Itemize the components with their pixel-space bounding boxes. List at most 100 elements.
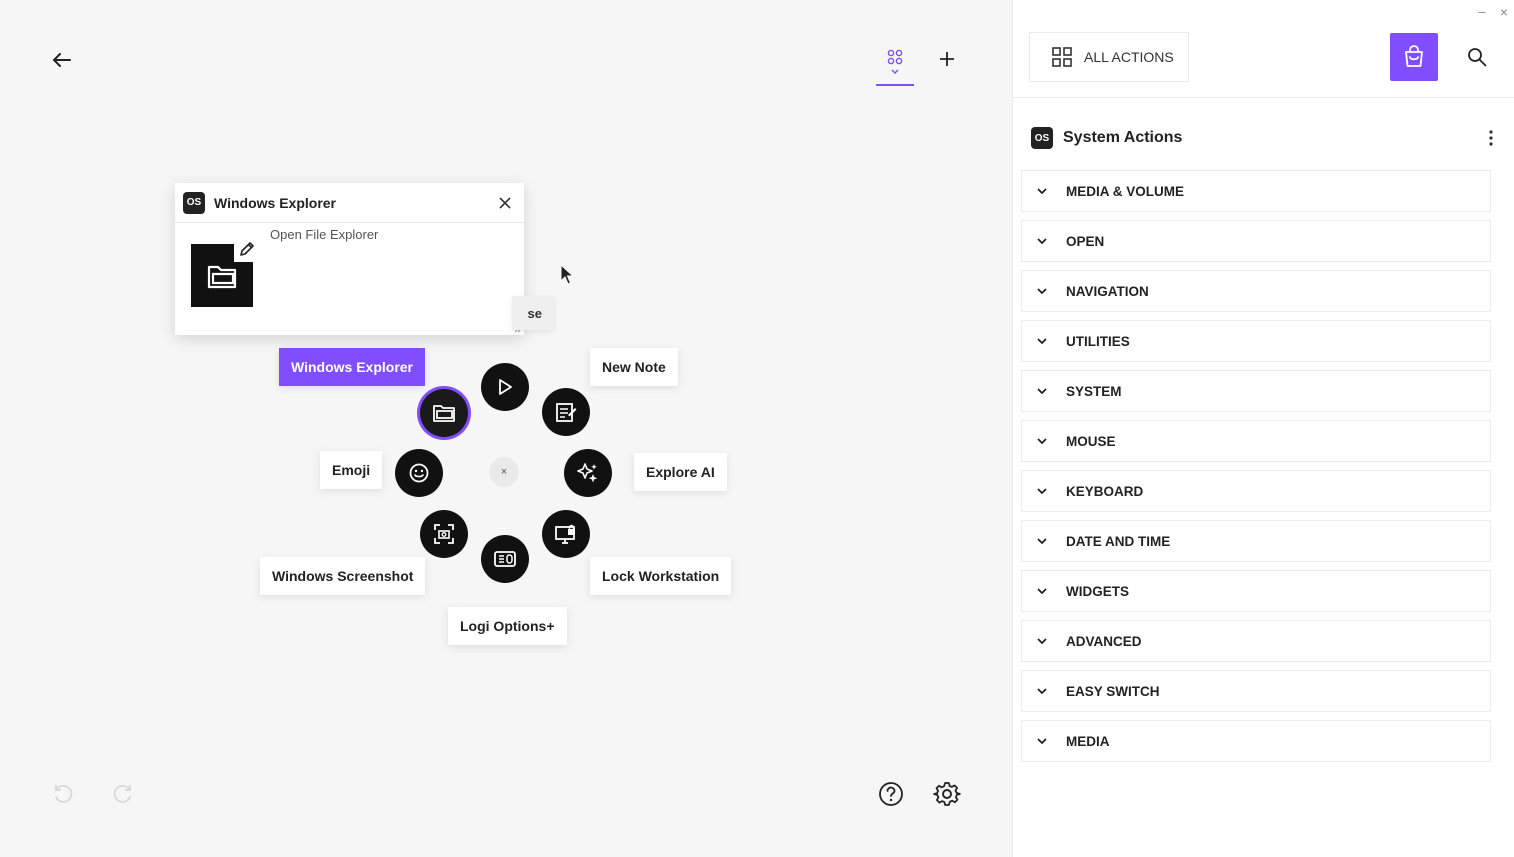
- emoji-icon: [409, 463, 429, 483]
- shopping-bag-icon: [1405, 45, 1423, 67]
- play-icon: [499, 379, 512, 395]
- marketplace-button[interactable]: [1390, 33, 1438, 81]
- os-badge: OS: [1031, 127, 1053, 149]
- category-label: NAVIGATION: [1066, 283, 1149, 299]
- folder-icon: [433, 405, 455, 422]
- grid-icon: [887, 49, 903, 65]
- category-label: MOUSE: [1066, 433, 1116, 449]
- chevron-down-icon: [1034, 387, 1050, 395]
- sparkle-icon: [577, 463, 598, 483]
- category-label: MEDIA: [1066, 733, 1110, 749]
- tab-apps[interactable]: [876, 40, 914, 86]
- chevron-down-icon: [1034, 287, 1050, 295]
- category-row[interactable]: MEDIA: [1021, 720, 1491, 762]
- category-label: UTILITIES: [1066, 333, 1130, 349]
- category-label: DATE AND TIME: [1066, 533, 1171, 549]
- category-label: KEYBOARD: [1066, 483, 1144, 499]
- chevron-down-icon: [1034, 637, 1050, 645]
- chevron-down-icon: [1034, 737, 1050, 745]
- mouse-cursor-icon: [560, 264, 574, 285]
- settings-button[interactable]: [931, 778, 963, 810]
- chevron-down-icon: [1034, 487, 1050, 495]
- category-row[interactable]: OPEN: [1021, 220, 1491, 262]
- section-title: System Actions: [1063, 129, 1183, 146]
- plus-icon: [940, 52, 954, 66]
- category-row[interactable]: KEYBOARD: [1021, 470, 1491, 512]
- category-label: ADVANCED: [1066, 633, 1142, 649]
- popup-close-button[interactable]: [494, 192, 516, 214]
- grid-icon: [1052, 47, 1072, 67]
- undo-icon: [55, 784, 73, 803]
- pencil-icon: [240, 242, 254, 256]
- chevron-down-icon: [1034, 237, 1050, 245]
- label-logi-options[interactable]: Logi Options+: [448, 607, 567, 645]
- label-windows-explorer[interactable]: Windows Explorer: [279, 348, 426, 386]
- window-minimize-button[interactable]: –: [1478, 4, 1486, 19]
- chevron-down-icon: [891, 69, 899, 74]
- category-row[interactable]: WIDGETS: [1021, 570, 1491, 612]
- section-more-button[interactable]: [1481, 126, 1501, 150]
- arrow-left-icon: [53, 53, 71, 67]
- radial-slot-media-play[interactable]: [481, 363, 529, 411]
- chevron-down-icon: [1034, 587, 1050, 595]
- window-close-button[interactable]: ×: [1499, 4, 1509, 20]
- section-header: OS System Actions: [1031, 126, 1501, 150]
- close-icon: [499, 196, 511, 209]
- category-row[interactable]: DATE AND TIME: [1021, 520, 1491, 562]
- category-row[interactable]: UTILITIES: [1021, 320, 1491, 362]
- chevron-down-icon: [1034, 437, 1050, 445]
- category-label: OPEN: [1066, 233, 1105, 249]
- radial-slot-lock-workstation[interactable]: [542, 510, 590, 558]
- category-row[interactable]: SYSTEM: [1021, 370, 1491, 412]
- label-explore-ai[interactable]: Explore AI: [634, 453, 727, 491]
- lock-monitor-icon: [555, 524, 575, 544]
- label-lock-workstation[interactable]: Lock Workstation: [590, 557, 732, 595]
- gear-icon: [933, 782, 961, 806]
- category-label: EASY SWITCH: [1066, 683, 1160, 699]
- radial-slot-emoji[interactable]: [395, 449, 443, 497]
- screenshot-icon: [434, 524, 454, 544]
- all-actions-label: ALL ACTIONS: [1084, 49, 1174, 65]
- undo-button[interactable]: [48, 779, 78, 809]
- label-windows-screenshot[interactable]: Windows Screenshot: [260, 557, 426, 595]
- help-button[interactable]: [876, 779, 906, 809]
- radial-slot-explore-ai[interactable]: [564, 449, 612, 497]
- search-button[interactable]: [1453, 33, 1501, 81]
- redo-button[interactable]: [108, 779, 138, 809]
- action-name-field[interactable]: Open File Explorer: [270, 227, 379, 242]
- category-row[interactable]: NAVIGATION: [1021, 270, 1491, 312]
- radial-center-close[interactable]: ×: [489, 457, 519, 487]
- radial-menu-canvas: OS Windows Explorer Open File Explorer s…: [46, 40, 963, 810]
- help-icon: [879, 782, 903, 806]
- radial-slot-windows-explorer[interactable]: [420, 389, 468, 437]
- os-badge: OS: [183, 191, 205, 214]
- category-list: MEDIA & VOLUME OPEN NAVIGATION UTILITIES SYS…: [1021, 170, 1491, 770]
- obscured-label: se: [512, 296, 554, 330]
- more-vertical-icon: [1489, 130, 1493, 146]
- category-row[interactable]: MOUSE: [1021, 420, 1491, 462]
- add-button[interactable]: [932, 44, 962, 74]
- search-icon: [1468, 48, 1487, 67]
- chevron-down-icon: [1034, 687, 1050, 695]
- category-row[interactable]: EASY SWITCH: [1021, 670, 1491, 712]
- label-emoji[interactable]: Emoji: [320, 451, 383, 489]
- category-row[interactable]: ADVANCED: [1021, 620, 1491, 662]
- logi-options-icon: [494, 551, 516, 567]
- chevron-down-icon: [1034, 537, 1050, 545]
- label-new-note[interactable]: New Note: [590, 348, 678, 386]
- all-actions-button[interactable]: ALL ACTIONS: [1029, 32, 1189, 82]
- popup-title: Windows Explorer: [214, 194, 337, 211]
- radial-slot-new-note[interactable]: [542, 388, 590, 436]
- note-icon: [556, 403, 577, 422]
- folder-icon: [207, 265, 237, 288]
- actions-panel: – × ALL ACTIONS OS System Actions MEDIA …: [1012, 0, 1514, 857]
- edit-icon-button[interactable]: [234, 236, 260, 262]
- back-button[interactable]: [46, 44, 78, 76]
- chevron-down-icon: [1034, 337, 1050, 345]
- popup-header: OS Windows Explorer: [175, 183, 524, 223]
- category-row[interactable]: MEDIA & VOLUME: [1021, 170, 1491, 212]
- radial-slot-logi-options[interactable]: [481, 535, 529, 583]
- panel-divider: [1013, 97, 1514, 98]
- radial-slot-windows-screenshot[interactable]: [420, 510, 468, 558]
- category-label: MEDIA & VOLUME: [1066, 183, 1184, 199]
